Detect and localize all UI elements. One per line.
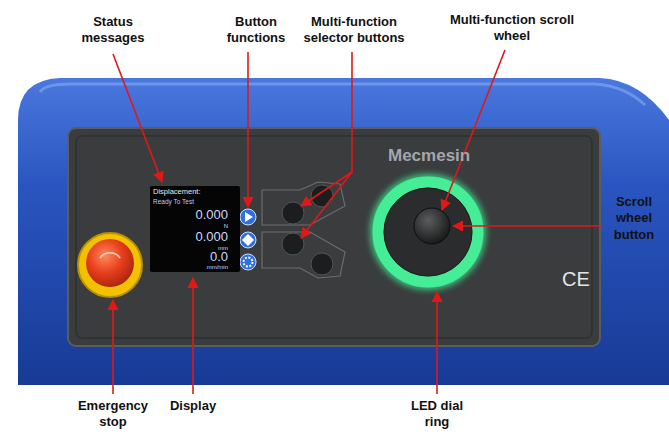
leader-line bbox=[192, 278, 194, 394]
scroll-wheel-button bbox=[414, 208, 450, 244]
button-outline bbox=[262, 232, 345, 278]
leader-line bbox=[112, 300, 114, 394]
callout-label: Scroll wheel button bbox=[604, 194, 664, 243]
callout-label: Multi-function scroll wheel bbox=[437, 12, 587, 45]
callout-label: Emergency stop bbox=[63, 398, 163, 431]
estop-arrow bbox=[100, 253, 120, 258]
brand-logo: Mecmesin bbox=[388, 146, 470, 166]
function-icon bbox=[240, 254, 256, 270]
settings-icon bbox=[244, 258, 253, 267]
blue-housing bbox=[18, 78, 669, 385]
callout-label: Button functions bbox=[218, 14, 294, 47]
callout-label: Display bbox=[158, 398, 228, 414]
ce-mark: CE bbox=[562, 268, 590, 291]
readout-unit: mm/min bbox=[207, 264, 228, 271]
leader-line bbox=[113, 54, 162, 182]
play-icon bbox=[245, 212, 253, 222]
estop-base bbox=[78, 233, 142, 297]
leader-line bbox=[442, 50, 505, 210]
selector-button bbox=[311, 253, 333, 275]
function-icon bbox=[240, 232, 256, 248]
status-message: Ready To Test bbox=[153, 198, 194, 205]
control-panel bbox=[68, 128, 600, 346]
readout-value: 0.0 bbox=[210, 250, 228, 265]
led-glow bbox=[378, 182, 478, 282]
readout-value: 0.000 bbox=[195, 230, 228, 245]
leader-line bbox=[453, 225, 602, 227]
callout-label: LED dial ring bbox=[402, 398, 472, 431]
display-screen: Displacement:Ready To Test0.000N0.000mm0… bbox=[150, 186, 240, 272]
leader-line bbox=[301, 172, 352, 238]
leader-line bbox=[247, 52, 249, 207]
scroll-wheel bbox=[384, 188, 472, 276]
leader-line bbox=[436, 292, 438, 394]
callout-label: Status messages bbox=[67, 14, 159, 47]
control-panel-node: MecmesinCEDisplacement:Ready To Test0.00… bbox=[68, 128, 600, 346]
display-heading: Displacement: bbox=[153, 188, 201, 197]
function-icon bbox=[240, 209, 256, 225]
led-dial-ring bbox=[378, 182, 478, 282]
jog-icon bbox=[242, 234, 254, 246]
selector-button bbox=[282, 233, 304, 255]
readout-value: 0.000 bbox=[195, 208, 228, 223]
estop-cap bbox=[86, 239, 134, 287]
selector-button bbox=[311, 185, 333, 207]
callout-label: Multi-function selector buttons bbox=[296, 14, 412, 47]
readout-unit: N bbox=[224, 223, 228, 230]
panel-inset bbox=[76, 136, 592, 338]
